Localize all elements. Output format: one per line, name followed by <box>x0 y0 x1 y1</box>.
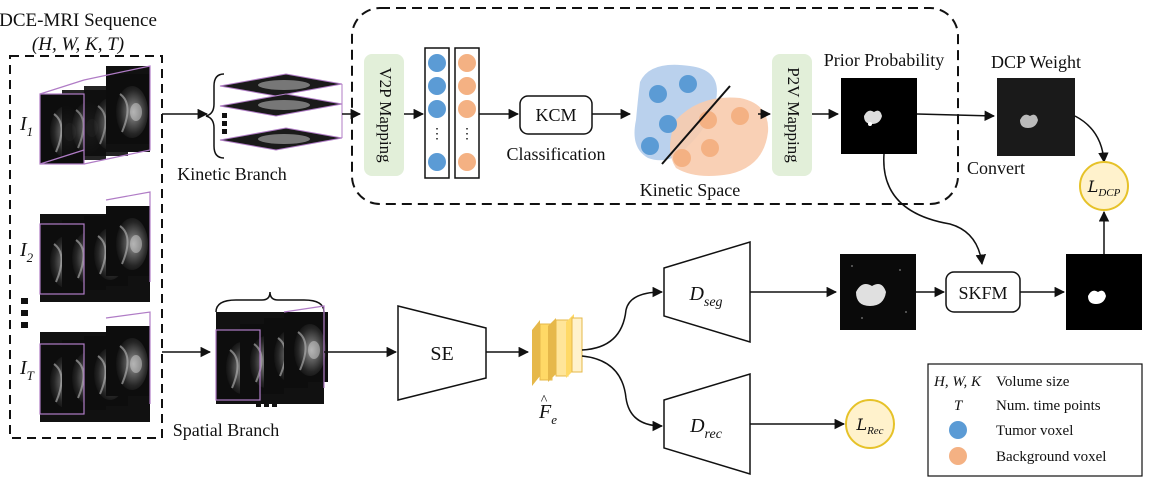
arrow-dcp-to-loss <box>1074 115 1109 164</box>
feature-label: Fe <box>538 401 557 427</box>
frame-label-2: I2 <box>19 239 34 265</box>
frame-stack-1 <box>39 65 151 165</box>
tumor-voxel-column: ⋮ <box>424 47 450 179</box>
spatial-brace <box>215 291 325 313</box>
convert-label: Convert <box>967 158 1025 178</box>
se-label: SE <box>430 343 453 365</box>
prior-probability-label: Prior Probability <box>824 50 945 70</box>
d-rec-decoder <box>663 372 751 476</box>
classification-label: Classification <box>507 144 606 164</box>
legend-background-swatch <box>949 447 967 465</box>
background-voxel-column: ⋮ <box>454 47 480 179</box>
feature-hat: ^ <box>541 393 548 408</box>
svg-text:⋮: ⋮ <box>430 127 444 142</box>
spatial-branch-label: Spatial Branch <box>173 420 279 440</box>
arrow-feature-to-drec <box>581 355 664 432</box>
kinetic-branch-label: Kinetic Branch <box>177 164 286 184</box>
kinetic-slices <box>219 73 343 151</box>
kinetic-brace <box>205 73 225 159</box>
v2p-mapping-label: V2P Mapping <box>376 67 395 163</box>
kinetic-module-box <box>351 7 959 205</box>
legend-volume-symbol: H, W, K <box>933 374 982 390</box>
legend-background-label: Background voxel <box>996 449 1106 465</box>
frame-label-1: I1 <box>19 113 33 139</box>
d-seg-label: Dseg <box>688 283 722 310</box>
arrow-prior-to-dcp <box>916 110 996 122</box>
d-rec-label: Drec <box>689 415 723 442</box>
svg-text:⋮: ⋮ <box>460 127 474 142</box>
frame-ellipsis <box>21 298 28 328</box>
legend-tumor-label: Tumor voxel <box>996 423 1073 439</box>
arrow-feature-to-dseg <box>581 286 664 351</box>
legend-time-symbol: T <box>954 398 964 414</box>
frame-stack-2 <box>39 191 151 302</box>
final-segmentation-map <box>1066 254 1142 330</box>
dcp-weight-map <box>997 78 1075 156</box>
input-sequence-box <box>9 55 163 439</box>
kinetic-space-label: Kinetic Space <box>640 180 740 200</box>
legend-time-label: Num. time points <box>996 398 1101 414</box>
p2v-mapping-label: P2V Mapping <box>784 67 803 163</box>
p2v-mapping-box <box>772 54 812 176</box>
input-dims: (H, W, K, T) <box>32 34 124 55</box>
loss-dcp-label: LDCP <box>1087 177 1121 199</box>
kinetic-space <box>634 64 769 176</box>
frame-label-t: IT <box>19 357 35 383</box>
frame-stack-3 <box>39 311 151 422</box>
feature-volume <box>532 314 583 386</box>
prior-probability-map <box>841 78 917 154</box>
arrow-prior-to-skfm <box>883 153 987 266</box>
legend-tumor-swatch <box>949 421 967 439</box>
spatial-stack <box>215 305 329 407</box>
kcm-label: KCM <box>535 105 576 125</box>
loss-rec <box>845 399 895 449</box>
skfm-label: SKFM <box>958 283 1007 303</box>
dcp-weight-label: DCP Weight <box>991 52 1081 72</box>
segmentation-probability-map <box>840 254 916 330</box>
input-title: DCE-MRI Sequence <box>0 10 157 31</box>
loss-rec-label: LRec <box>855 415 883 437</box>
loss-dcp <box>1079 161 1129 211</box>
v2p-mapping-box <box>364 54 404 176</box>
kcm-box <box>519 95 593 135</box>
se-encoder <box>397 305 487 401</box>
legend-volume-label: Volume size <box>996 374 1070 390</box>
d-seg-decoder <box>663 240 751 344</box>
